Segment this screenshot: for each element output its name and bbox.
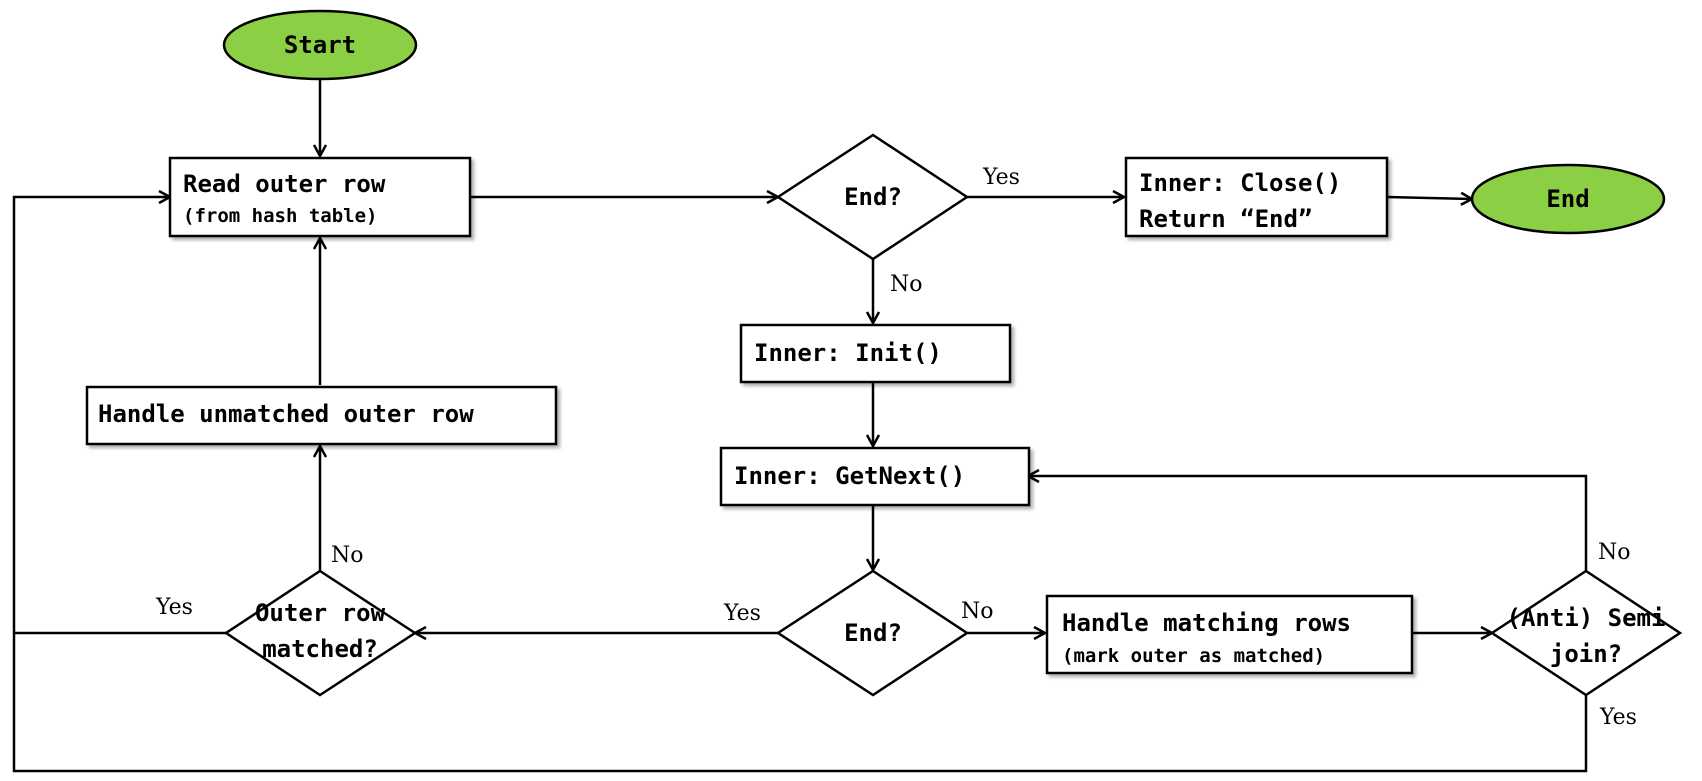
anti-semi-join-label-1: (Anti) Semi bbox=[1507, 604, 1666, 632]
read-outer-row-box: Read outer row (from hash table) bbox=[168, 156, 472, 238]
return-end-label: Return “End” bbox=[1139, 205, 1312, 233]
end-decision-2-label: End? bbox=[844, 619, 902, 647]
edge-anti-semi-no-to-getnext bbox=[1028, 476, 1588, 571]
label-no-outer-matched: No bbox=[331, 543, 364, 568]
anti-semi-join-decision: (Anti) Semi join? bbox=[1489, 569, 1683, 697]
outer-row-matched-label-2: matched? bbox=[262, 635, 378, 663]
end-decision-2: End? bbox=[775, 569, 970, 697]
read-outer-row-label: Read outer row bbox=[183, 170, 386, 198]
inner-close-box: Inner: Close() Return “End” bbox=[1124, 156, 1389, 238]
handle-matching-rows-sublabel: (mark outer as matched) bbox=[1062, 645, 1325, 667]
start-label: Start bbox=[284, 31, 356, 59]
inner-init-label: Inner: Init() bbox=[754, 339, 942, 367]
label-yes-end-q2: Yes bbox=[723, 601, 761, 626]
label-no-end-q1: No bbox=[890, 272, 923, 297]
outer-row-matched-decision: Outer row matched? bbox=[223, 569, 418, 697]
inner-init-box: Inner: Init() bbox=[739, 323, 1012, 384]
label-no-end-q2: No bbox=[961, 599, 994, 624]
read-outer-row-sublabel: (from hash table) bbox=[183, 205, 377, 227]
inner-getnext-label: Inner: GetNext() bbox=[734, 462, 965, 490]
end-terminal-label: End bbox=[1546, 185, 1589, 213]
label-yes-anti-semi: Yes bbox=[1599, 705, 1637, 730]
handle-matching-rows-box: Handle matching rows (mark outer as matc… bbox=[1045, 594, 1414, 675]
label-yes-end-q1: Yes bbox=[982, 165, 1020, 190]
anti-semi-join-label-2: join? bbox=[1550, 640, 1622, 668]
handle-unmatched-box: Handle unmatched outer row bbox=[85, 385, 558, 446]
end-decision-1: End? bbox=[775, 133, 970, 261]
label-yes-outer-matched: Yes bbox=[155, 595, 193, 620]
inner-getnext-box: Inner: GetNext() bbox=[719, 446, 1031, 507]
handle-unmatched-label: Handle unmatched outer row bbox=[98, 400, 474, 428]
inner-close-label: Inner: Close() bbox=[1139, 169, 1341, 197]
start-terminal: Start bbox=[222, 9, 418, 81]
end-terminal: End bbox=[1470, 163, 1666, 235]
outer-row-matched-label-1: Outer row bbox=[255, 599, 386, 627]
end-decision-1-label: End? bbox=[844, 183, 902, 211]
label-no-anti-semi: No bbox=[1598, 540, 1631, 565]
edge-labels: Yes No No Yes Yes No No Yes bbox=[155, 165, 1637, 730]
edge-close-to-end bbox=[1386, 197, 1472, 199]
edge-anti-semi-yes-to-read bbox=[12, 197, 1588, 773]
edges bbox=[12, 80, 1588, 773]
handle-matching-rows-label: Handle matching rows bbox=[1062, 609, 1351, 637]
